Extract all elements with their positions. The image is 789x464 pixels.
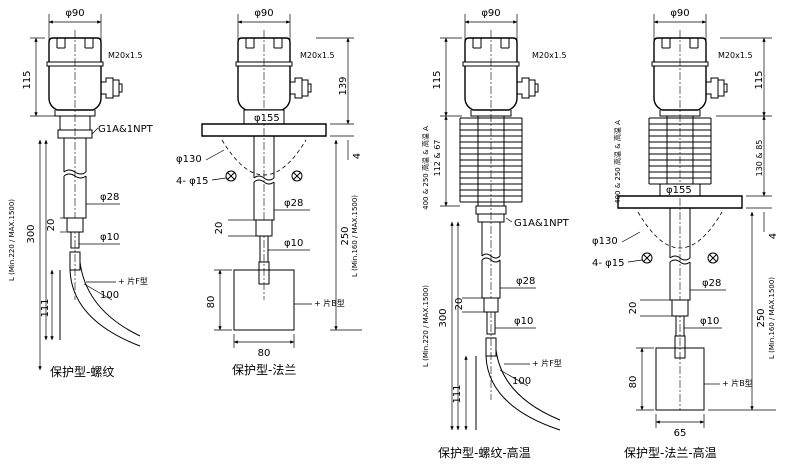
d3-vane-radius: 100 [512, 376, 531, 387]
d1-housing-height: 115 [22, 70, 33, 89]
d4-housing-dia: φ90 [670, 8, 689, 19]
d3-cooling-fins [459, 116, 523, 206]
d2-caption: 保护型-法兰 [232, 363, 296, 377]
d2-tip-dia: φ10 [284, 238, 303, 249]
d2-pcd: φ130 [176, 154, 202, 165]
d3-tube-dia: φ28 [516, 276, 535, 287]
d4-paddle-label: + 片B型 [722, 378, 753, 388]
d4-pcd: φ130 [592, 236, 618, 247]
d2-neck-dia: φ155 [254, 113, 280, 124]
diagram-protected-threaded-hightemp: φ90 M20x1.5 115 112 & 67 400 & 250 高温 & … [421, 8, 570, 460]
d4-fins-note: 400 & 250 高温 & 高温 A [613, 120, 622, 204]
d4-paddle-width: 65 [674, 428, 687, 439]
d2-length: L (Min.160 / MAX.1500) [351, 195, 359, 277]
diagram-protected-threaded: φ90 M20x1.5 115 G1A&1NPT φ28 φ10 20 L (M… [8, 8, 154, 379]
d1-length: L (Min.220 / MAX.1500) [8, 199, 16, 281]
d2-paddle-label: + 片B型 [314, 298, 345, 308]
d3-vane-len: 111 [452, 384, 463, 403]
d4-flange-thk: 4 [768, 233, 779, 239]
d2-neck-height: 139 [338, 76, 349, 95]
d3-probe-total: 300 [438, 308, 449, 327]
d1-tip-len: 20 [46, 219, 57, 232]
d4-tube-dia: φ28 [702, 278, 721, 289]
d4-tip-dia: φ10 [700, 316, 719, 327]
d3-thread: G1A&1NPT [514, 218, 570, 229]
d3-housing-dia: φ90 [481, 8, 500, 19]
d3-fins-note: 400 & 250 高温 & 高温 A [421, 126, 430, 210]
d3-caption: 保护型-螺纹-高温 [438, 445, 531, 460]
diagram-protected-flange: φ90 M20x1.5 139 φ155 4 φ130 4- φ15 φ28 φ… [176, 8, 363, 377]
d2-flange-thk: 4 [352, 153, 363, 159]
d4-cooling-fins [648, 116, 712, 190]
d1-tube-dia: φ28 [100, 192, 119, 203]
d4-cable-gland: M20x1.5 [718, 51, 753, 60]
diagram-protected-flange-hightemp: φ90 M20x1.5 115 130 & 85 400 & 250 高温 & … [592, 8, 779, 460]
d4-fins-height: 130 & 85 [755, 140, 764, 177]
d3-cable-gland: M20x1.5 [532, 51, 567, 60]
d1-cable-gland: M20x1.5 [108, 51, 143, 60]
d2-tube-dia: φ28 [284, 198, 303, 209]
d4-caption: 保护型-法兰-高温 [624, 445, 717, 460]
d2-housing-dia: φ90 [254, 8, 273, 19]
d2-cable-gland: M20x1.5 [300, 51, 335, 60]
d4-holes: 4- φ15 [592, 258, 624, 269]
d1-vane-label: + 片F型 [118, 276, 148, 286]
d1-probe-total: 300 [26, 224, 37, 243]
d3-tip-len: 20 [454, 298, 465, 311]
d2-paddle-width: 80 [258, 348, 271, 359]
d4-probe-total: 250 [756, 308, 767, 327]
d2-probe-total: 250 [340, 226, 351, 245]
d1-housing-dia: φ90 [65, 8, 84, 19]
d4-paddle-height: 80 [628, 376, 639, 389]
d3-length: L (Min.220 / MAX.1500) [422, 285, 430, 367]
d3-housing-height: 115 [432, 70, 443, 89]
d1-vane-radius: 100 [100, 290, 119, 301]
d2-tip-len: 20 [214, 222, 225, 235]
d4-length: L (Min.160 / MAX.1500) [768, 277, 776, 359]
d2-paddle-height: 80 [206, 296, 217, 309]
d4-housing-height: 115 [754, 70, 765, 89]
d1-vane-len: 111 [40, 298, 51, 317]
d1-caption: 保护型-螺纹 [50, 365, 114, 379]
d3-tip-dia: φ10 [514, 316, 533, 327]
d1-thread: G1A&1NPT [98, 124, 154, 135]
d4-neck-dia: φ155 [666, 185, 692, 196]
d1-tip-dia: φ10 [100, 232, 119, 243]
d2-holes: 4- φ15 [176, 176, 208, 187]
d3-fins-height: 112 & 67 [433, 140, 442, 177]
d3-vane-label: + 片F型 [532, 358, 562, 368]
d4-tip-len: 20 [628, 302, 639, 315]
